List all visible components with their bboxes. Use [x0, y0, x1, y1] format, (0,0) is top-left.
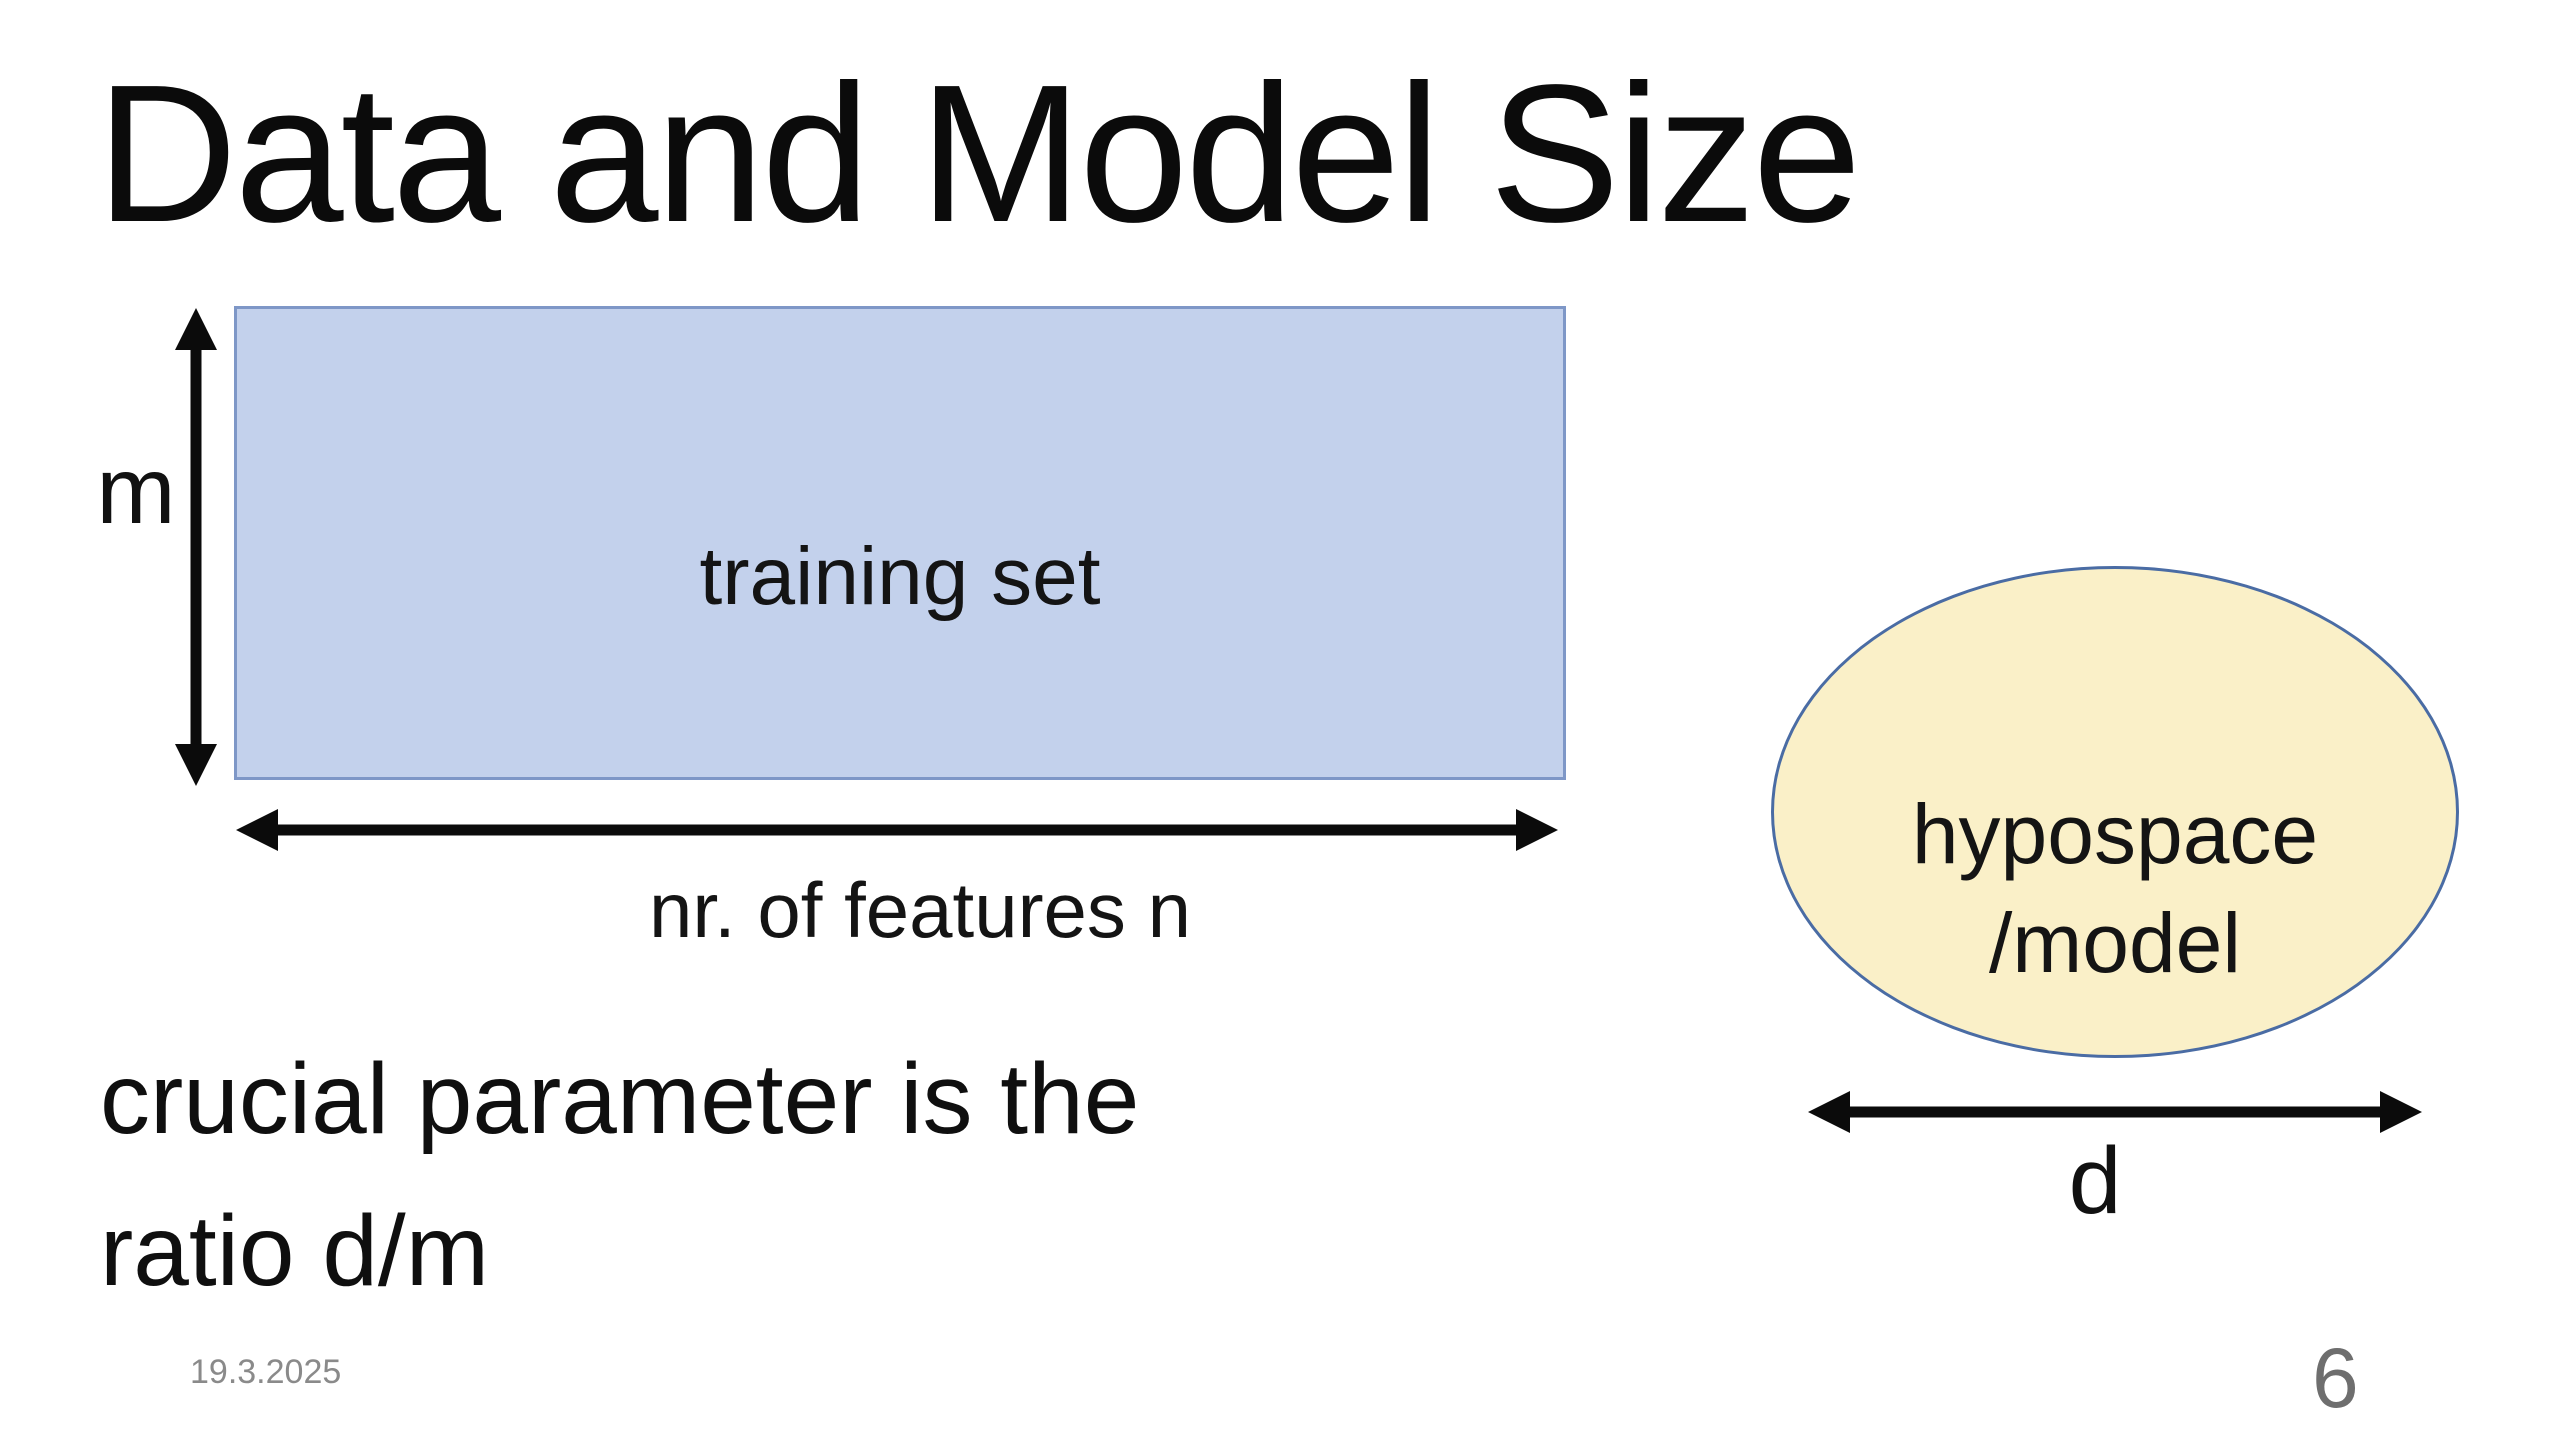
training-set-rectangle [234, 306, 1566, 780]
arrow-down-head-icon [175, 744, 217, 786]
arrow-right-head-icon [2380, 1091, 2422, 1133]
hypothesis-space-label-line2: /model [1988, 896, 2242, 991]
arrow-shaft [1842, 1106, 2388, 1118]
n-dimension-arrow-icon [236, 808, 1558, 852]
m-dimension-arrow-icon [174, 308, 218, 786]
hypothesis-space-ellipse [1771, 566, 2459, 1058]
hypothesis-space-label-line1: hypospace [1911, 787, 2319, 881]
arrow-shaft [190, 342, 202, 752]
d-dimension-arrow-icon [1808, 1090, 2422, 1134]
slide-title: Data and Model Size [96, 44, 1862, 263]
arrow-right-head-icon [1516, 809, 1558, 851]
m-dimension-label: m [96, 438, 176, 544]
slide-page-number: 6 [2312, 1331, 2359, 1425]
slide-date: 19.3.2025 [190, 1353, 342, 1391]
training-set-label: training set [699, 531, 1101, 622]
n-dimension-label: nr. of features n [648, 866, 1191, 954]
note-text: crucial parameter is the ratio d/m [100, 1023, 1600, 1327]
note-line1: crucial parameter is the [100, 1043, 1140, 1155]
hypothesis-space-label: hypospace /model [1771, 780, 2459, 998]
note-line2: ratio d/m [100, 1195, 490, 1307]
arrow-shaft [270, 824, 1524, 836]
d-dimension-label: d [2068, 1128, 2122, 1234]
